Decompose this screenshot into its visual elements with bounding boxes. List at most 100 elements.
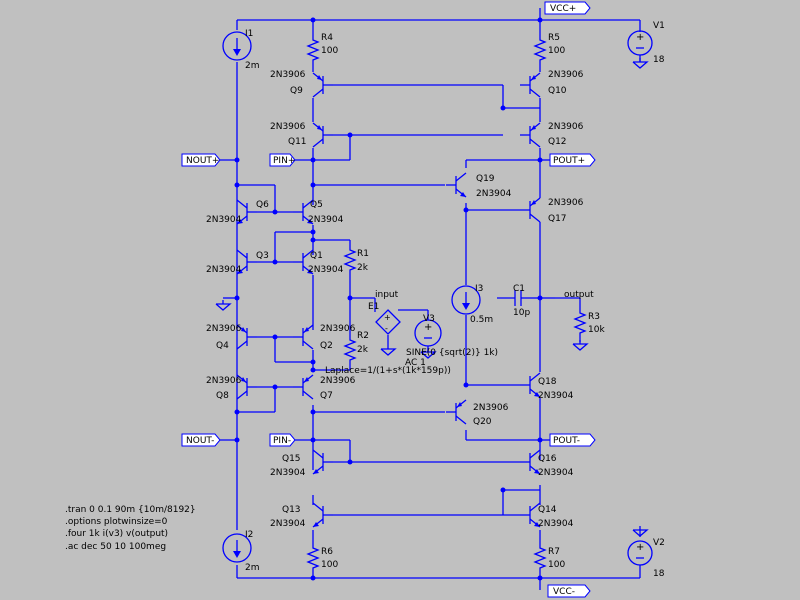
- resistor-r1[interactable]: R1 2k: [344, 244, 369, 276]
- current-source-i3[interactable]: I3 0.5m: [451, 284, 493, 325]
- svg-text:2m: 2m: [245, 61, 260, 71]
- resistor-r4[interactable]: R4 100: [307, 33, 338, 66]
- dependent-source-e1[interactable]: + - E1 Laplace=1/(1+s*(1k*159p)): [325, 302, 451, 376]
- svg-text:2N3904: 2N3904: [270, 519, 306, 529]
- transistor-q20[interactable]: 2N3906 Q20: [445, 399, 509, 427]
- svg-text:2m: 2m: [245, 563, 260, 573]
- svg-text:2N3906: 2N3906: [270, 122, 306, 132]
- svg-text:2N3906: 2N3906: [473, 403, 509, 413]
- transistor-q1[interactable]: Q1 2N3904: [292, 249, 344, 275]
- transistor-q8[interactable]: 2N3906 Q8: [206, 374, 258, 401]
- svg-text:Q15: Q15: [282, 454, 301, 464]
- resistor-r6[interactable]: R6 100: [307, 542, 338, 574]
- svg-text:V2: V2: [653, 538, 665, 548]
- svg-text:2N3906: 2N3906: [548, 70, 584, 80]
- transistor-q15[interactable]: Q15 2N3904: [270, 449, 334, 478]
- svg-text:I3: I3: [475, 284, 483, 294]
- transistor-q19[interactable]: Q19 2N3904: [445, 172, 512, 199]
- voltage-source-v1[interactable]: + V1 18: [627, 21, 665, 69]
- net-label-pout-neg: POUT-: [549, 433, 596, 447]
- svg-text:R3: R3: [588, 312, 600, 322]
- transistor-q14[interactable]: Q14 2N3904: [519, 502, 574, 529]
- transistor-q17[interactable]: 2N3906 Q17: [519, 197, 584, 224]
- svg-text:POUT+: POUT+: [553, 156, 585, 166]
- transistor-q5[interactable]: Q5 2N3904: [292, 199, 344, 225]
- svg-text:Q12: Q12: [548, 137, 567, 147]
- svg-text:100: 100: [548, 560, 565, 570]
- svg-text:2N3904: 2N3904: [206, 265, 242, 275]
- net-label-pout-pos: POUT+: [549, 153, 596, 167]
- svg-text:V3: V3: [423, 314, 435, 324]
- ground-symbol: [215, 299, 231, 311]
- transistor-q16[interactable]: Q16 2N3904: [519, 449, 574, 478]
- directive-tran[interactable]: .tran 0 0.1 90m {10m/8192}: [65, 505, 196, 515]
- svg-text:R1: R1: [357, 249, 369, 259]
- transistor-q12[interactable]: 2N3906 Q12: [519, 122, 584, 148]
- svg-text:2N3904: 2N3904: [270, 468, 306, 478]
- resistor-r7[interactable]: R7 100: [534, 542, 565, 574]
- svg-text:Laplace=1/(1+s*(1k*159p)): Laplace=1/(1+s*(1k*159p)): [325, 366, 451, 376]
- svg-text:Q11: Q11: [288, 137, 307, 147]
- resistor-r3[interactable]: R3 10k: [572, 307, 605, 351]
- transistor-q13[interactable]: Q13 2N3904: [270, 502, 334, 529]
- svg-text:2N3904: 2N3904: [538, 519, 574, 529]
- capacitor-c1[interactable]: C1 10p: [513, 284, 530, 318]
- directive-four[interactable]: .four 1k i(v3) v(output): [65, 529, 168, 539]
- net-label-nout-pos: NOUT+: [181, 153, 221, 167]
- transistor-q6[interactable]: Q6 2N3904: [206, 199, 269, 225]
- svg-text:-: -: [385, 324, 388, 333]
- transistor-q3[interactable]: Q3 2N3904: [206, 249, 269, 275]
- svg-text:18: 18: [653, 569, 665, 579]
- net-label-vcc-pos: VCC+: [544, 1, 591, 15]
- svg-text:2N3904: 2N3904: [476, 189, 512, 199]
- transistor-q18[interactable]: Q18 2N3904: [519, 372, 574, 401]
- net-input-label: input: [375, 290, 399, 300]
- svg-text:VCC-: VCC-: [553, 587, 575, 597]
- svg-text:PIN+: PIN+: [273, 156, 295, 166]
- svg-text:I2: I2: [245, 530, 253, 540]
- voltage-source-v2[interactable]: + V2 18: [627, 525, 665, 579]
- svg-text:Q13: Q13: [282, 505, 301, 515]
- svg-text:100: 100: [321, 46, 338, 56]
- transistor-q11[interactable]: 2N3906 Q11: [270, 122, 334, 148]
- svg-text:E1: E1: [368, 302, 379, 312]
- svg-text:AC 1: AC 1: [405, 358, 426, 368]
- svg-text:2N3904: 2N3904: [308, 265, 344, 275]
- svg-text:+: +: [384, 313, 391, 322]
- svg-text:POUT-: POUT-: [553, 436, 580, 446]
- net-label-nout-neg: NOUT-: [181, 433, 221, 447]
- svg-text:R4: R4: [321, 33, 333, 43]
- svg-text:NOUT-: NOUT-: [186, 436, 214, 446]
- svg-text:Q10: Q10: [548, 86, 567, 96]
- current-source-i1[interactable]: I1 2m: [222, 29, 260, 71]
- svg-text:NOUT+: NOUT+: [186, 156, 219, 166]
- svg-text:PIN-: PIN-: [273, 436, 291, 446]
- transistor-q10[interactable]: 2N3906 Q10: [519, 70, 584, 98]
- resistor-r2[interactable]: R2 2k: [344, 331, 369, 366]
- transistor-q2[interactable]: 2N3906 Q2: [292, 324, 356, 351]
- directive-options[interactable]: .options plotwinsize=0: [65, 517, 168, 527]
- wires: [220, 8, 641, 590]
- spice-directives[interactable]: .tran 0 0.1 90m {10m/8192} .options plot…: [65, 505, 196, 552]
- transistor-q4[interactable]: 2N3906 Q4: [206, 324, 258, 351]
- svg-text:Q4: Q4: [216, 341, 229, 351]
- svg-text:10k: 10k: [588, 325, 605, 335]
- current-source-i2[interactable]: I2 2m: [222, 530, 260, 573]
- svg-text:Q9: Q9: [290, 86, 303, 96]
- svg-text:Q2: Q2: [320, 341, 333, 351]
- svg-text:2k: 2k: [357, 263, 369, 273]
- transistor-q7[interactable]: 2N3906 Q7: [292, 374, 356, 401]
- svg-text:C1: C1: [513, 284, 525, 294]
- svg-text:2N3906: 2N3906: [270, 70, 306, 80]
- svg-text:2k: 2k: [357, 345, 369, 355]
- net-label-pin-neg: PIN-: [269, 433, 296, 447]
- resistor-r5[interactable]: R5 100: [534, 33, 565, 66]
- directive-ac[interactable]: .ac dec 50 10 100meg: [65, 542, 166, 552]
- transistor-q9[interactable]: 2N3906 Q9: [270, 70, 334, 98]
- net-label-vcc-neg: VCC-: [547, 584, 591, 598]
- svg-text:Q7: Q7: [320, 391, 333, 401]
- svg-text:I1: I1: [245, 29, 253, 39]
- voltage-source-v3[interactable]: + V3 SINE(0 {sqrt(2)} 1k) AC 1: [405, 314, 498, 368]
- svg-text:Q5: Q5: [310, 200, 323, 210]
